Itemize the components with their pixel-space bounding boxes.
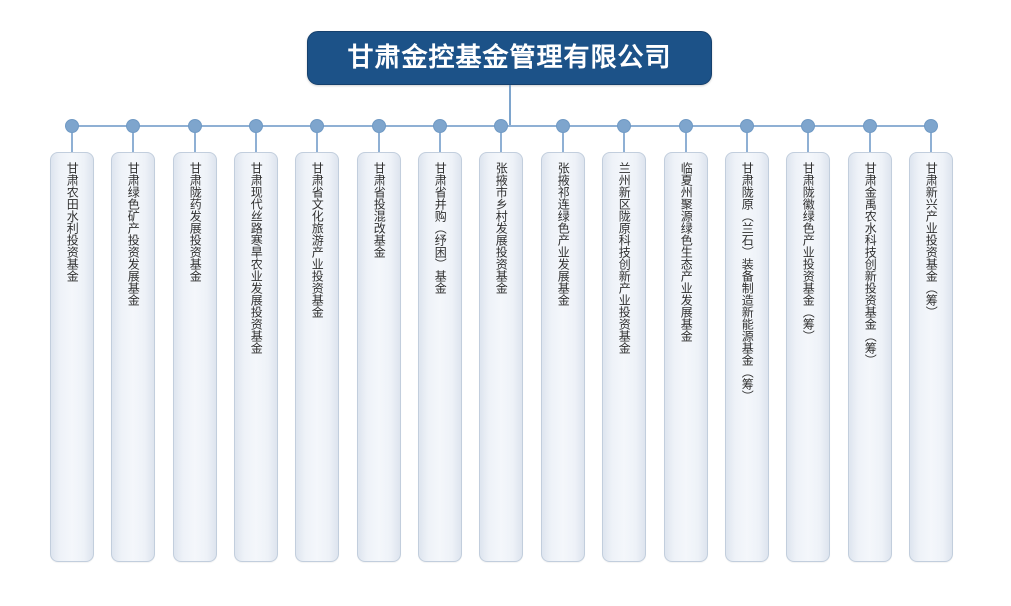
node-drop-connector	[562, 133, 564, 153]
fund-node[interactable]: 甘肃省投混改基金	[357, 152, 401, 562]
fund-node[interactable]: 甘肃陇原（兰石）装备制造新能源基金（筹）	[725, 152, 769, 562]
node-connector-dot	[126, 119, 140, 133]
root-node-label: 甘肃金控基金管理有限公司	[347, 43, 672, 73]
fund-node[interactable]: 甘肃省文化旅游产业投资基金	[295, 152, 339, 562]
root-node[interactable]: 甘肃金控基金管理有限公司	[307, 31, 712, 85]
node-connector-dot	[249, 119, 263, 133]
fund-node[interactable]: 甘肃金禹农水科技创新投资基金（筹）	[848, 152, 892, 562]
node-connector-dot	[65, 119, 79, 133]
node-drop-connector	[869, 133, 871, 153]
node-connector-dot	[679, 119, 693, 133]
fund-node-label: 甘肃陇药发展投资基金	[188, 162, 203, 282]
fund-node-label: 甘肃省并购（纾困）基金	[433, 162, 448, 294]
node-drop-connector	[255, 133, 257, 153]
node-connector-dot	[372, 119, 386, 133]
node-drop-connector	[132, 133, 134, 153]
node-connector-dot	[556, 119, 570, 133]
fund-node-label: 兰州新区陇原科技创新产业投资基金	[617, 162, 632, 354]
node-drop-connector	[746, 133, 748, 153]
node-drop-connector	[439, 133, 441, 153]
fund-node-label: 甘肃绿色矿产投资发展基金	[126, 162, 141, 306]
fund-node-label: 甘肃金禹农水科技创新投资基金（筹）	[863, 162, 878, 366]
fund-node[interactable]: 张掖祁连绿色产业发展基金	[541, 152, 585, 562]
fund-node-label: 甘肃新兴产业投资基金（筹）	[924, 162, 939, 318]
node-drop-connector	[71, 133, 73, 153]
node-drop-connector	[930, 133, 932, 153]
node-connector-dot	[740, 119, 754, 133]
fund-node[interactable]: 甘肃新兴产业投资基金（筹）	[909, 152, 953, 562]
node-connector-dot	[617, 119, 631, 133]
fund-node[interactable]: 甘肃省并购（纾困）基金	[418, 152, 462, 562]
fund-node[interactable]: 甘肃农田水利投资基金	[50, 152, 94, 562]
node-drop-connector	[685, 133, 687, 153]
fund-node-label: 甘肃省投混改基金	[372, 162, 387, 258]
node-connector-dot	[924, 119, 938, 133]
fund-node[interactable]: 临夏州聚源绿色生态产业发展基金	[664, 152, 708, 562]
fund-node-label: 甘肃陇徽绿色产业投资基金（筹）	[801, 162, 816, 342]
fund-node-label: 甘肃陇原（兰石）装备制造新能源基金（筹）	[740, 162, 755, 402]
root-stem-connector	[509, 85, 511, 127]
node-connector-dot	[433, 119, 447, 133]
fund-node-label: 张掖祁连绿色产业发展基金	[556, 162, 571, 306]
fund-node[interactable]: 甘肃绿色矿产投资发展基金	[111, 152, 155, 562]
fund-node-label: 临夏州聚源绿色生态产业发展基金	[679, 162, 694, 342]
node-drop-connector	[500, 133, 502, 153]
fund-node-label: 甘肃现代丝路寒旱农业发展投资基金	[249, 162, 264, 354]
fund-node[interactable]: 甘肃陇药发展投资基金	[173, 152, 217, 562]
node-drop-connector	[623, 133, 625, 153]
node-drop-connector	[194, 133, 196, 153]
node-connector-dot	[863, 119, 877, 133]
node-connector-dot	[188, 119, 202, 133]
node-connector-dot	[801, 119, 815, 133]
fund-node-label: 甘肃农田水利投资基金	[65, 162, 80, 282]
fund-node-label: 甘肃省文化旅游产业投资基金	[310, 162, 325, 318]
fund-node[interactable]: 甘肃现代丝路寒旱农业发展投资基金	[234, 152, 278, 562]
fund-node[interactable]: 兰州新区陇原科技创新产业投资基金	[602, 152, 646, 562]
node-connector-dot	[494, 119, 508, 133]
node-drop-connector	[316, 133, 318, 153]
fund-node[interactable]: 张掖市乡村发展投资基金	[479, 152, 523, 562]
node-drop-connector	[807, 133, 809, 153]
fund-node-label: 张掖市乡村发展投资基金	[494, 162, 509, 294]
fund-node[interactable]: 甘肃陇徽绿色产业投资基金（筹）	[786, 152, 830, 562]
node-connector-dot	[310, 119, 324, 133]
node-drop-connector	[378, 133, 380, 153]
